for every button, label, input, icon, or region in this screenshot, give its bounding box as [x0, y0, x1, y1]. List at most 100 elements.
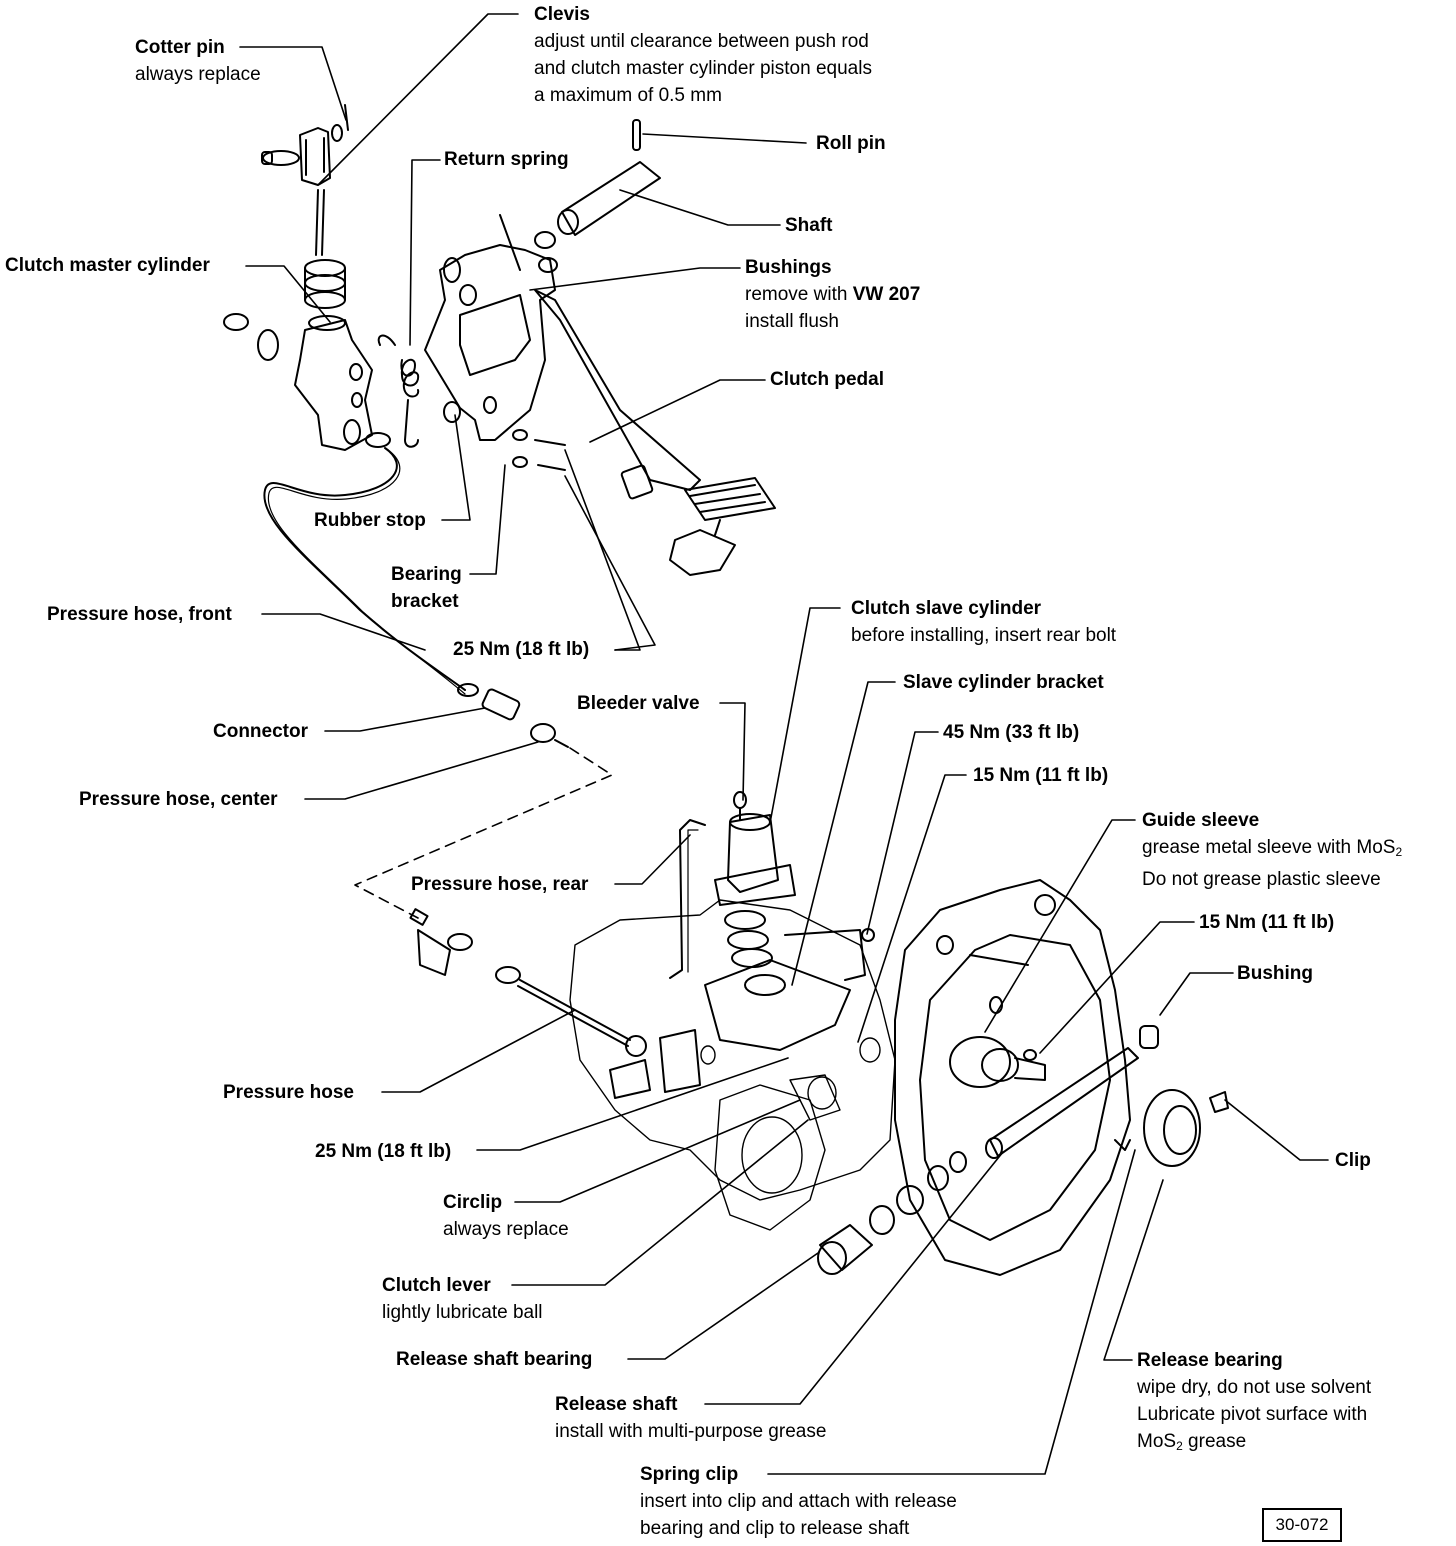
label-release-shaft-bearing: Release shaft bearing: [396, 1346, 592, 1373]
clevis-note-2: and clutch master cylinder piston equals: [534, 58, 872, 79]
bushing-title: Bushing: [1237, 963, 1313, 984]
pressure-hose-center-title: Pressure hose, center: [79, 789, 278, 810]
release-bearing-note-3-sub: 2: [1176, 1439, 1183, 1453]
circlip-title: Circlip: [443, 1192, 503, 1213]
master-cylinder-part: [223, 259, 391, 451]
torque-15-b-title: 15 Nm (11 ft lb): [1199, 912, 1335, 933]
bolts-part: [512, 429, 566, 471]
label-slave-cylinder-bracket: Slave cylinder bracket: [903, 669, 1104, 696]
label-torque-25-bottom: 25 Nm (18 ft lb): [315, 1138, 451, 1165]
release-shaft-title: Release shaft: [555, 1394, 678, 1415]
release-bearing-title: Release bearing: [1137, 1350, 1283, 1371]
clutch-lever-note: lightly lubricate ball: [382, 1302, 543, 1323]
torque-25-top-title: 25 Nm (18 ft lb): [453, 639, 590, 660]
label-connector: Connector: [213, 718, 308, 745]
label-cotter-pin: Cotter pin always replace: [135, 34, 261, 88]
figure-id-box: 30-072: [1262, 1508, 1342, 1542]
bushings-note-1: remove with VW 207: [745, 281, 920, 308]
label-release-shaft: Release shaft install with multi-purpose…: [555, 1391, 826, 1445]
bushings-title: Bushings: [745, 257, 832, 278]
clevis-part: [261, 104, 349, 256]
release-bearing-note-1: wipe dry, do not use solvent: [1137, 1377, 1372, 1398]
slave-cylinder-bracket-title: Slave cylinder bracket: [903, 672, 1104, 693]
label-pressure-hose-rear: Pressure hose, rear: [411, 871, 588, 898]
label-clip: Clip: [1335, 1147, 1371, 1174]
torque-15-a-title: 15 Nm (11 ft lb): [973, 765, 1109, 786]
release-bearing-part: [1143, 1089, 1229, 1167]
label-bushing: Bushing: [1237, 960, 1313, 987]
bushings-note-1-text: remove with: [745, 284, 853, 305]
roll-pin-title: Roll pin: [816, 133, 886, 154]
label-rubber-stop: Rubber stop: [314, 507, 426, 534]
routing-dashed-line: [354, 747, 613, 919]
label-clutch-master-cylinder: Clutch master cylinder: [5, 252, 210, 279]
release-shaft-bearing-title: Release shaft bearing: [396, 1349, 593, 1370]
label-circlip: Circlip always replace: [443, 1189, 569, 1243]
torque-25-bottom-title: 25 Nm (18 ft lb): [315, 1141, 452, 1162]
clutch-pedal-title: Clutch pedal: [770, 369, 885, 390]
label-bushings: Bushings remove with VW 207 install flus…: [745, 254, 920, 335]
slave-cylinder-part: [704, 791, 875, 1051]
label-guide-sleeve: Guide sleeve grease metal sleeve with Mo…: [1142, 807, 1402, 893]
pressure-hose-rear-line: [669, 819, 706, 979]
return-spring-title: Return spring: [444, 149, 569, 170]
cotter-pin-note: always replace: [135, 64, 261, 85]
guide-sleeve-note-2: Do not grease plastic sleeve: [1142, 869, 1381, 890]
label-clutch-pedal: Clutch pedal: [770, 366, 884, 393]
label-clevis: Clevis adjust until clearance between pu…: [534, 1, 872, 109]
label-pressure-hose: Pressure hose: [223, 1079, 354, 1106]
cotter-pin-title: Cotter pin: [135, 37, 225, 58]
clutch-master-cylinder-title: Clutch master cylinder: [5, 255, 210, 276]
guide-sleeve-title: Guide sleeve: [1142, 810, 1260, 831]
bearing-bracket-title-2: bracket: [391, 591, 459, 612]
clutch-lever-title: Clutch lever: [382, 1275, 491, 1296]
rubber-stop-part: [443, 401, 461, 423]
release-shaft-note: install with multi-purpose grease: [555, 1421, 827, 1442]
pressure-hose-title: Pressure hose: [223, 1082, 354, 1103]
connector-part: [481, 688, 521, 721]
guide-sleeve-note-1-text: grease metal sleeve with MoS: [1142, 837, 1396, 858]
shaft-title: Shaft: [785, 215, 833, 236]
clevis-note-1: adjust until clearance between push rod: [534, 31, 869, 52]
torque-45-title: 45 Nm (33 ft lb): [943, 722, 1080, 743]
label-spring-clip: Spring clip insert into clip and attach …: [640, 1461, 957, 1542]
label-torque-15-a: 15 Nm (11 ft lb): [973, 762, 1108, 789]
hose-clip-part: [409, 908, 473, 976]
clevis-title: Clevis: [534, 4, 590, 25]
return-spring-part: [377, 334, 420, 448]
connector-title: Connector: [213, 721, 308, 742]
pressure-hose-front-title: Pressure hose, front: [47, 604, 232, 625]
pressure-hose-part: [495, 966, 701, 1099]
label-clutch-lever: Clutch lever lightly lubricate ball: [382, 1272, 543, 1326]
label-torque-25-top: 25 Nm (18 ft lb): [453, 636, 589, 663]
label-bearing-bracket: Bearing bracket: [391, 561, 462, 615]
rubber-stop-title: Rubber stop: [314, 510, 426, 531]
release-bearing-note-3-post: grease: [1182, 1431, 1247, 1452]
pressure-hose-rear-title: Pressure hose, rear: [411, 874, 589, 895]
label-shaft: Shaft: [785, 212, 833, 239]
label-clutch-slave-cylinder: Clutch slave cylinder before installing,…: [851, 595, 1116, 649]
guide-sleeve-note-1-sub: 2: [1395, 845, 1403, 859]
clutch-pedal-part: [534, 289, 776, 576]
label-release-bearing: Release bearing wipe dry, do not use sol…: [1137, 1347, 1371, 1460]
label-return-spring: Return spring: [444, 146, 569, 173]
clevis-note-3: a maximum of 0.5 mm: [534, 85, 722, 106]
release-bearing-note-3-text: MoS: [1137, 1431, 1177, 1452]
bleeder-valve-title: Bleeder valve: [577, 693, 700, 714]
clutch-slave-cylinder-title: Clutch slave cylinder: [851, 598, 1042, 619]
spring-clip-title: Spring clip: [640, 1464, 739, 1485]
clip-title: Clip: [1335, 1150, 1371, 1171]
spring-clip-note-1: insert into clip and attach with release: [640, 1491, 957, 1512]
guide-sleeve-note-1: grease metal sleeve with MoS2: [1142, 834, 1402, 866]
release-bearing-note-2: Lubricate pivot surface with: [1137, 1404, 1368, 1425]
transmission-housing: [894, 879, 1131, 1276]
clutch-slave-cylinder-note: before installing, insert rear bolt: [851, 625, 1117, 646]
release-bearing-note-3: MoS2 grease: [1137, 1428, 1371, 1460]
label-pressure-hose-center: Pressure hose, center: [79, 786, 278, 813]
bearing-bracket-title-1: Bearing: [391, 564, 462, 585]
bushings-tool: VW 207: [852, 284, 921, 305]
label-roll-pin: Roll pin: [816, 130, 886, 157]
circlip-note: always replace: [443, 1219, 569, 1240]
